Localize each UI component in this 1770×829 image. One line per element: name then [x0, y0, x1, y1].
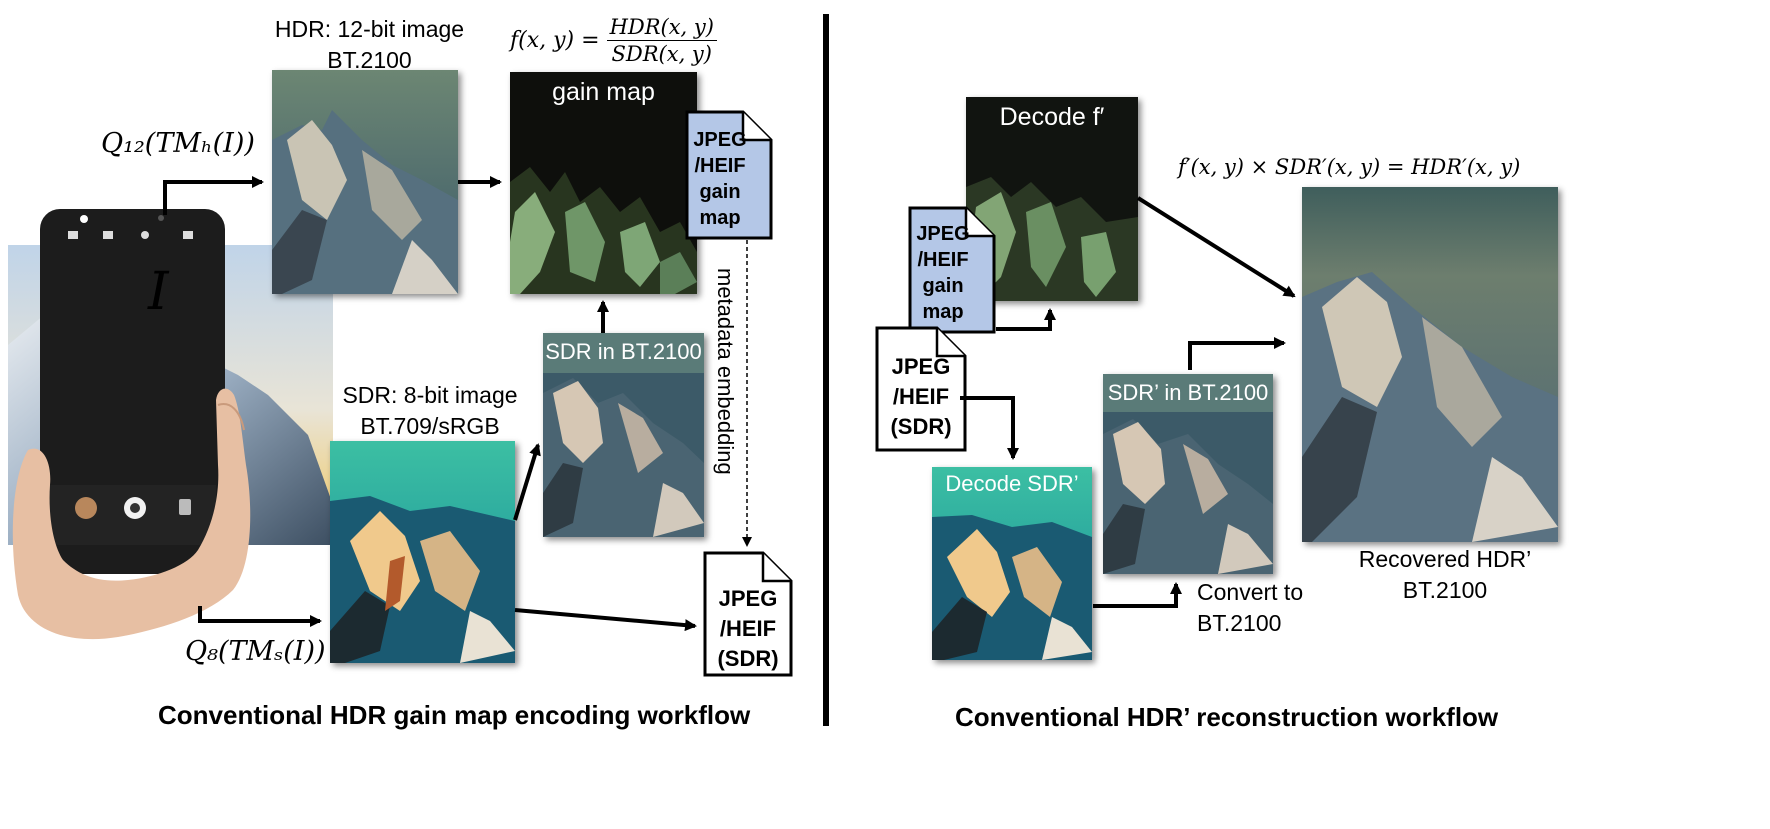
doc-line: JPEG: [916, 223, 970, 245]
doc-line: map: [699, 207, 741, 229]
arrow-phone-to-hdr: [163, 176, 264, 215]
formula-numerator: HDR(x, y): [606, 14, 717, 41]
doc-line: map: [922, 301, 964, 323]
hdr-bitdepth-text: HDR: 12-bit image: [274, 16, 465, 42]
formula-fraction: HDR(x, y) SDR(x, y): [606, 14, 717, 67]
sdr-file-icon: [703, 551, 793, 677]
sdr-image: [330, 441, 515, 663]
sdr-bt2100-title: SDR in BT.2100: [545, 339, 702, 364]
doc-line: gain: [699, 181, 741, 203]
arrow-sdrprime-to-recovered: [1188, 337, 1286, 370]
decode-sdr-title: Decode SDR’: [945, 471, 1079, 496]
arrow-decodesdr-to-sdrprime: [1093, 582, 1182, 608]
doc-line: JPEG: [718, 586, 778, 611]
formula-lhs: f(x, y) =: [510, 28, 600, 53]
arrow-gaindoc-to-decode: [996, 308, 1056, 331]
gain-map-image: gain map: [510, 72, 697, 294]
arrow-decodef-to-recovered: [1136, 196, 1296, 298]
convert-label: Convert to BT.2100: [1197, 577, 1307, 639]
q8-label: Q₈(TMₛ(I)): [185, 636, 326, 667]
decode-f-title: Decode f′: [999, 103, 1105, 131]
gain-formula: f(x, y) = HDR(x, y) SDR(x, y): [510, 14, 717, 67]
q12-label: Q₁₂(TMₕ(I)): [101, 128, 255, 159]
gain-map-file-icon-right: [908, 206, 996, 334]
sdr-prime-bt2100-image: SDR’ in BT.2100: [1103, 374, 1273, 574]
convert-text: Convert to: [1197, 579, 1304, 605]
recovered-colorspace-text: BT.2100: [1402, 577, 1488, 603]
doc-line: JPEG: [891, 354, 951, 379]
doc-line: gain: [922, 275, 964, 297]
sdr-bt2100-image: SDR in BT.2100: [543, 333, 704, 537]
doc-line: /HEIF: [694, 155, 746, 177]
left-caption: Conventional HDR gain map encoding workf…: [158, 700, 751, 730]
sdr-prime-bt2100-title: SDR’ in BT.2100: [1107, 380, 1269, 405]
right-caption: Conventional HDR’ reconstruction workflo…: [955, 702, 1499, 732]
doc-line: /HEIF: [917, 249, 969, 271]
phone-illustration: [8, 205, 333, 645]
hdr-label: HDR: 12-bit image BT.2100: [262, 14, 477, 76]
doc-line: /HEIF: [892, 384, 950, 409]
gain-map-file-icon: [685, 110, 773, 240]
gain-map-file-label: JPEG /HEIF gain map: [690, 127, 750, 231]
formula-denominator: SDR(x, y): [611, 42, 712, 66]
arrow-sdr-to-sdr2100: [513, 443, 541, 521]
arrow-sdrdoc-to-decodesdr: [960, 396, 1019, 460]
doc-line: (SDR): [717, 646, 779, 671]
gain-map-file-label-right: JPEG /HEIF gain map: [913, 221, 973, 325]
doc-line: /HEIF: [719, 616, 777, 641]
decode-sdr-image: Decode SDR’: [932, 467, 1092, 660]
recovered-hdr-image: [1302, 187, 1558, 542]
hdr-colorspace-text: BT.2100: [327, 47, 412, 73]
arrow-sdr-to-sdrfile: [514, 608, 697, 632]
reconstruction-formula: f′(x, y) × SDR′(x, y) = HDR′(x, y): [1178, 155, 1521, 179]
sdr-label: SDR: 8-bit image BT.709/sRGB: [330, 380, 530, 442]
gain-map-title: gain map: [552, 78, 655, 106]
recovered-text: Recovered HDR’: [1358, 546, 1532, 572]
section-divider: [823, 14, 829, 726]
hdr-image: [272, 70, 458, 294]
sdr-colorspace-text: BT.709/sRGB: [360, 413, 500, 439]
phone-label-I: I: [148, 262, 169, 322]
doc-line: (SDR): [890, 414, 952, 439]
sdr-file-icon-right: [875, 326, 967, 452]
recovered-hdr-label: Recovered HDR’ BT.2100: [1345, 544, 1545, 606]
arrow-phone-to-sdr: [198, 606, 322, 627]
doc-line: JPEG: [693, 129, 747, 151]
sdr-file-label: JPEG /HEIF (SDR): [703, 584, 793, 674]
sdr-file-label-right: JPEG /HEIF (SDR): [875, 352, 967, 442]
convert-target-text: BT.2100: [1197, 610, 1282, 636]
sdr-bitdepth-text: SDR: 8-bit image: [342, 382, 518, 408]
